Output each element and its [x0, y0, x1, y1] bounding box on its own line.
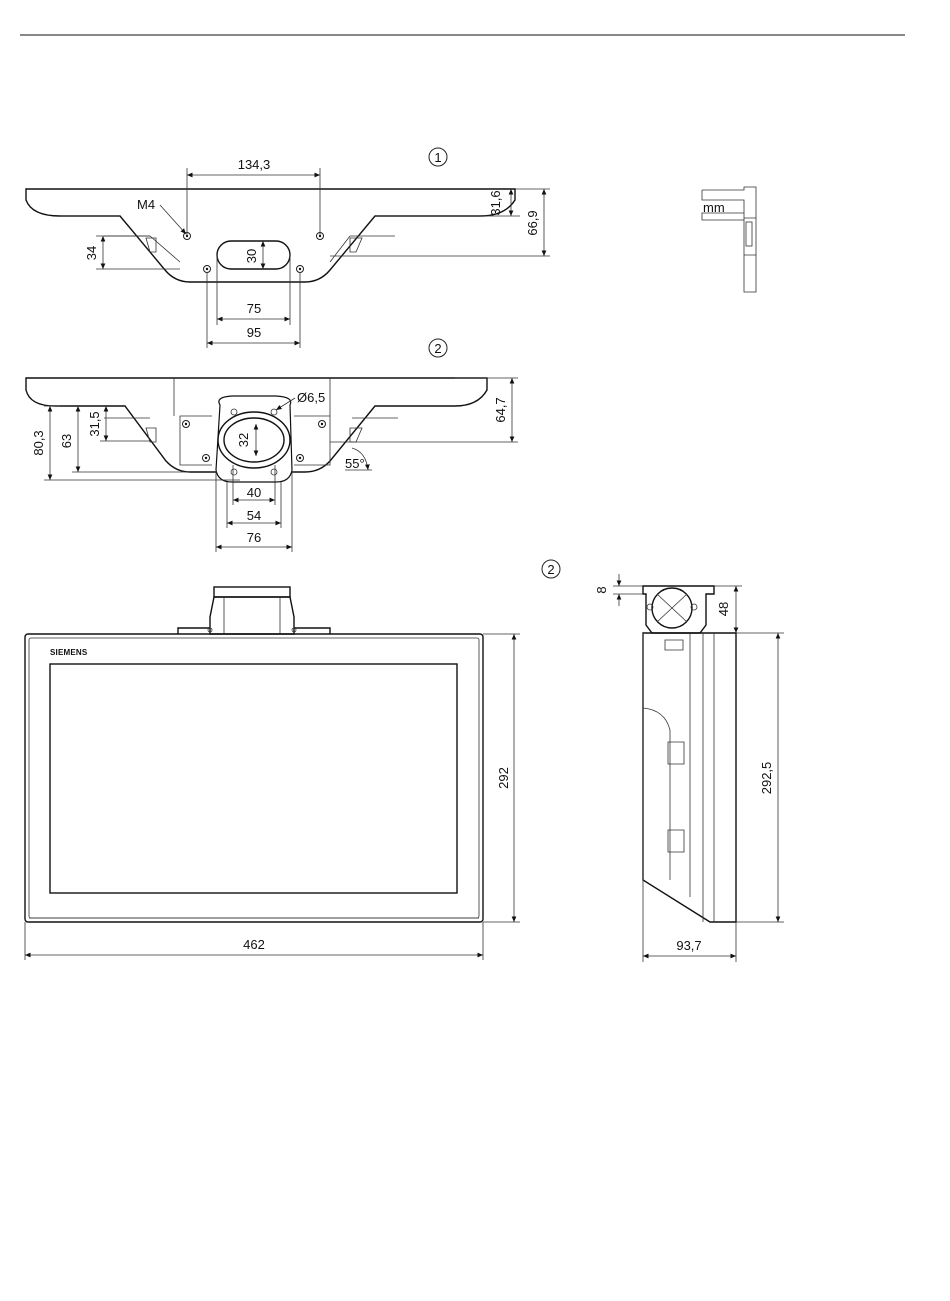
dim-30: 30	[244, 249, 259, 263]
dim-54: 54	[247, 508, 261, 523]
bracket-top-view: 1 134,3 M4 31,6 66,9	[26, 148, 550, 348]
dim-292-5: 292,5	[759, 762, 774, 795]
panel-front-view: SIEMENS 292 462	[25, 587, 520, 960]
dim-31-6: 31,6	[488, 190, 503, 215]
unit-legend: mm	[702, 187, 756, 292]
callout-2: 2	[434, 341, 441, 356]
dim-75: 75	[247, 301, 261, 316]
dim-292: 292	[496, 767, 511, 789]
dim-462: 462	[243, 937, 265, 952]
dim-32: 32	[236, 433, 251, 447]
dim-63: 63	[59, 434, 74, 448]
brand-logo: SIEMENS	[50, 648, 88, 657]
callout-3: 2	[547, 562, 554, 577]
dim-31-5: 31,5	[87, 411, 102, 436]
panel-side-view: 2 8 48 292,5 93,7	[542, 560, 784, 962]
dim-dia-6-5: Ø6,5	[297, 390, 325, 405]
dim-80-3: 80,3	[31, 430, 46, 455]
unit-label: mm	[703, 200, 725, 215]
dim-134-3: 134,3	[238, 157, 271, 172]
dim-55-deg: 55°	[345, 456, 365, 471]
callout-1: 1	[434, 150, 441, 165]
dim-93-7: 93,7	[676, 938, 701, 953]
bracket-mid-view: 2 Ø6,5 64,7 80,3 63	[26, 339, 518, 552]
dim-95: 95	[247, 325, 261, 340]
dim-76: 76	[247, 530, 261, 545]
dim-66-9: 66,9	[525, 210, 540, 235]
dim-40: 40	[247, 485, 261, 500]
dim-8: 8	[594, 586, 609, 593]
dim-34: 34	[84, 246, 99, 260]
label-m4: M4	[137, 197, 155, 212]
dim-64-7: 64,7	[493, 397, 508, 422]
dim-48: 48	[716, 602, 731, 616]
